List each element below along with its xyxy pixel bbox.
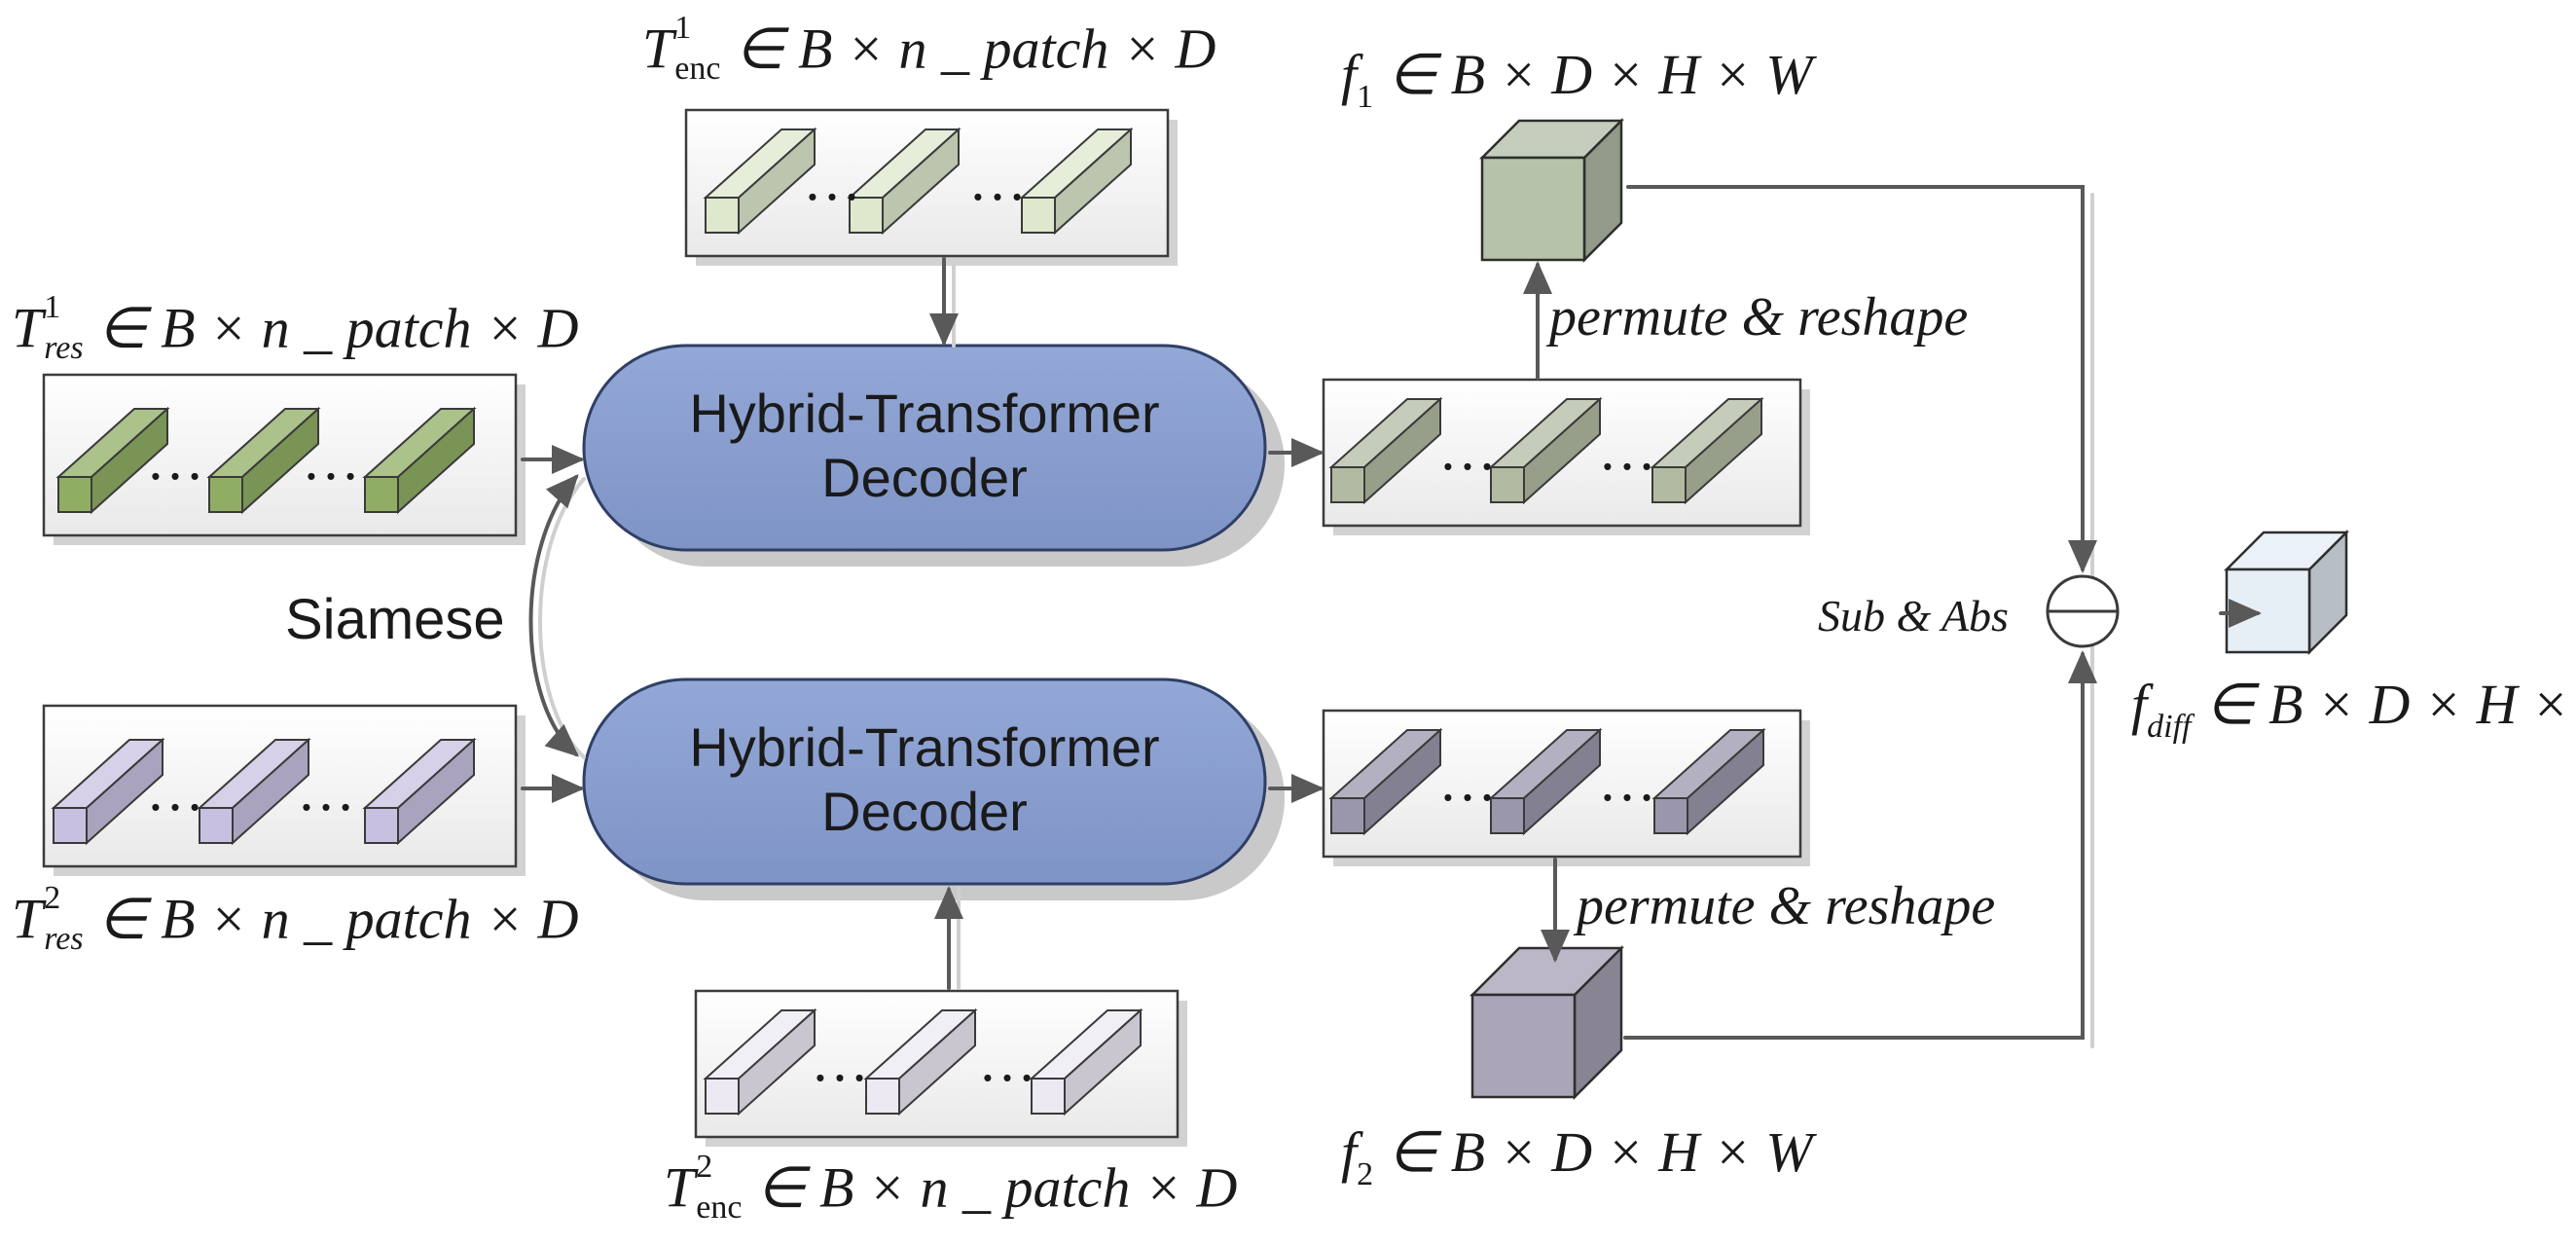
- panel-out-2: ……: [1322, 709, 1810, 866]
- panel-t-res-1-token-2-front: [208, 476, 243, 513]
- panel-out-2-ellipsis-2: …: [1598, 749, 1656, 813]
- panel-out-1-token-3-front: [1651, 466, 1687, 503]
- decoder-top-line1: Hybrid-Transformer: [689, 383, 1160, 444]
- panel-t-enc-2-token-1-front: [705, 1078, 740, 1115]
- panel-out-1-ellipsis-1: …: [1438, 418, 1497, 482]
- siamese-double-arrow: [528, 474, 579, 757]
- label-f1: f1 ∈ B × D × H × W: [1341, 43, 1813, 115]
- panel-out-2-ellipsis-1: …: [1438, 749, 1497, 813]
- decoder-top-label: Hybrid-Transformer Decoder: [589, 382, 1260, 510]
- panel-t-enc-1-ellipsis-2: …: [968, 148, 1027, 212]
- panel-out-1: ……: [1322, 378, 1810, 535]
- cube-f-diff-front: [2225, 568, 2311, 654]
- panel-out-2-token-2-front: [1490, 797, 1525, 834]
- panel-t-res-1-token-2: [206, 406, 321, 515]
- label-siamese: Siamese: [285, 588, 505, 651]
- label-permute-reshape-top: permute & reshape: [1549, 287, 1969, 348]
- panel-t-res-1-token-1: [55, 406, 170, 515]
- panel-out-1-token-2-front: [1490, 466, 1525, 503]
- panel-t-enc-1: ……: [684, 108, 1178, 266]
- panel-t-res-2-token-2-front: [199, 807, 234, 844]
- panel-t-res-2-ellipsis-2: …: [297, 758, 355, 823]
- panel-t-enc-1-token-1: [703, 127, 817, 236]
- panel-t-enc-2-token-2-front: [865, 1078, 900, 1115]
- panel-out-1-ellipsis-2: …: [1598, 418, 1656, 482]
- arrow-f2-to-sub-abs: [1623, 650, 2097, 1040]
- panel-t-enc-1-token-3: [1019, 127, 1134, 236]
- panel-t-res-1-token-1-front: [57, 476, 92, 513]
- cube-f2: [1469, 944, 1625, 1101]
- label-sub-abs: Sub & Abs: [1818, 591, 2009, 641]
- cube-f-diff: [2223, 529, 2350, 656]
- decoder-bottom-label: Hybrid-Transformer Decoder: [589, 715, 1260, 844]
- panel-t-res-2: ……: [42, 704, 526, 876]
- panel-t-enc-2-token-3-front: [1031, 1078, 1066, 1115]
- arrow-f1-to-sub-abs: [1626, 185, 2097, 573]
- panel-t-res-1-ellipsis-1: …: [146, 427, 204, 492]
- cube-f1-front: [1480, 156, 1586, 262]
- panel-t-res-1: ……: [42, 373, 526, 545]
- panel-out-1-token-3: [1650, 396, 1764, 505]
- panel-t-res-2-token-1: [51, 737, 165, 846]
- panel-t-res-1-token-3: [362, 406, 477, 515]
- panel-t-res-2-token-3-front: [364, 807, 399, 844]
- label-permute-reshape-bottom: permute & reshape: [1577, 876, 1996, 936]
- panel-out-2-token-1-front: [1330, 797, 1365, 834]
- panel-t-enc-2-ellipsis-2: …: [978, 1029, 1036, 1093]
- panel-t-res-2-token-1-front: [53, 807, 88, 844]
- panel-t-res-2-token-3: [362, 737, 477, 846]
- panel-out-1-token-2: [1488, 396, 1603, 505]
- decoder-bottom-line1: Hybrid-Transformer: [689, 716, 1160, 778]
- siamese-curve-shadow: [538, 477, 586, 759]
- panel-t-enc-2-token-3: [1029, 1007, 1143, 1117]
- panel-t-res-1-ellipsis-2: …: [302, 427, 360, 492]
- panel-t-enc-2-token-1: [703, 1007, 817, 1117]
- decoder-top: [582, 344, 1285, 567]
- panel-out-2-token-1: [1328, 727, 1443, 836]
- decoder-bottom-line2: Decoder: [821, 781, 1028, 843]
- panel-out-2-token-2: [1488, 727, 1603, 836]
- cube-f1: [1478, 117, 1625, 264]
- panel-out-1-token-1: [1328, 396, 1443, 505]
- cube-f2-front: [1470, 993, 1577, 1099]
- decoder-top-line2: Decoder: [821, 447, 1028, 509]
- panel-out-2-token-3: [1651, 727, 1766, 836]
- panel-t-enc-1-token-2-front: [849, 197, 884, 234]
- panel-t-enc-1-ellipsis-1: …: [803, 148, 861, 212]
- panel-t-enc-1-token-3-front: [1021, 197, 1056, 234]
- panel-t-res-1-token-3-front: [364, 476, 399, 513]
- panel-t-enc-2: ……: [694, 989, 1187, 1147]
- label-f2: f2 ∈ B × D × H × W: [1341, 1120, 1813, 1192]
- panel-t-res-2-token-2: [197, 737, 311, 846]
- label-f-diff: fdiff ∈ B × D × H × W: [2131, 673, 2576, 745]
- panel-t-enc-2-token-2: [863, 1007, 978, 1117]
- panel-out-1-token-1-front: [1330, 466, 1365, 503]
- panel-t-res-2-ellipsis-1: …: [146, 758, 204, 823]
- panel-t-enc-1-token-1-front: [705, 197, 740, 234]
- panel-out-2-token-3-front: [1653, 797, 1688, 834]
- panel-t-enc-1-token-2: [847, 127, 961, 236]
- panel-t-enc-2-ellipsis-1: …: [811, 1029, 869, 1093]
- decoder-bottom: [582, 677, 1285, 900]
